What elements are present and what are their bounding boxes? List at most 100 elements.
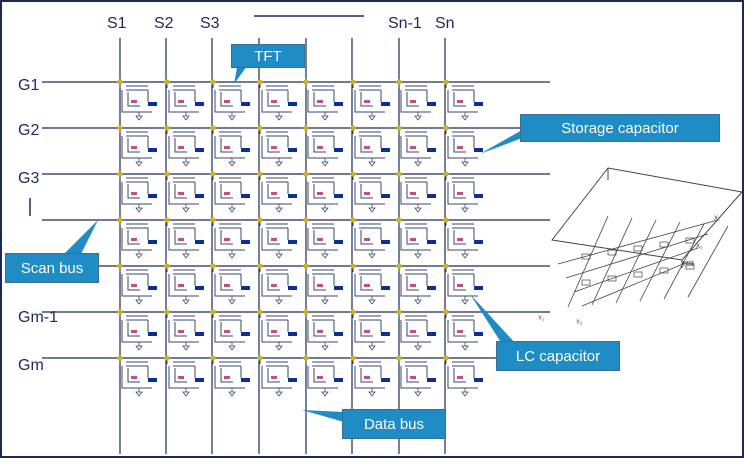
pixel-cell <box>257 171 297 213</box>
pixel-cell <box>396 355 436 397</box>
drain-wire <box>447 228 478 251</box>
storage-capacitor <box>474 378 483 382</box>
inset-pixel-tft <box>685 263 695 270</box>
inset-pixel-tft <box>685 237 695 244</box>
lc-capacitor <box>410 238 416 241</box>
drain-wire <box>400 228 431 251</box>
ground-symbol <box>368 391 376 397</box>
ground-symbol <box>368 345 376 351</box>
lc-capacitor <box>457 284 463 287</box>
storage-capacitor <box>288 194 297 198</box>
ground-symbol <box>135 391 143 397</box>
gate-node <box>164 263 170 269</box>
ground-symbol <box>321 115 329 121</box>
lc-capacitor <box>178 376 184 379</box>
pixel-wire <box>220 138 233 153</box>
drain-wire <box>214 228 245 251</box>
lc-capacitor <box>317 192 323 195</box>
lc-capacitor-callout-pointer <box>470 294 516 344</box>
lc-capacitor <box>410 284 416 287</box>
ground-symbol <box>275 207 283 213</box>
storage-capacitor <box>427 378 436 382</box>
pixel-cell <box>257 263 297 305</box>
gate-node <box>257 125 263 131</box>
ground-symbol <box>368 161 376 167</box>
pixel-cell <box>443 263 483 305</box>
drain-wire <box>261 228 292 251</box>
ground-symbol <box>275 345 283 351</box>
storage-capacitor <box>427 286 436 290</box>
drain-wire <box>354 320 385 343</box>
storage-capacitor <box>241 148 250 152</box>
drain-wire <box>214 366 245 389</box>
inset-glass-plate <box>551 167 742 261</box>
gate-node <box>303 309 309 315</box>
lc-capacitor <box>317 146 323 149</box>
gate-node <box>210 125 216 131</box>
drain-wire <box>307 182 338 205</box>
row-label-gm: Gm <box>18 357 44 374</box>
ground-symbol <box>321 161 329 167</box>
lc-capacitor <box>224 100 230 103</box>
ground-symbol <box>414 161 422 167</box>
gate-node <box>303 217 309 223</box>
drain-wire <box>121 366 152 389</box>
ground-symbol <box>275 161 283 167</box>
lc-capacitor <box>364 238 370 241</box>
inset-label-x2: X₂ <box>696 244 703 250</box>
lc-capacitor <box>178 192 184 195</box>
ground-symbol <box>275 391 283 397</box>
ground-symbol <box>228 345 236 351</box>
scan-bus-callout: Scan bus <box>5 253 99 283</box>
gate-node <box>396 309 402 315</box>
drain-wire <box>121 90 152 113</box>
gate-node <box>117 125 123 131</box>
ground-symbol <box>228 207 236 213</box>
pixel-wire <box>406 368 419 383</box>
pixel-cell <box>164 355 204 397</box>
ground-symbol <box>414 253 422 259</box>
lc-capacitor <box>410 376 416 379</box>
drain-wire <box>447 136 478 159</box>
pixel-wire <box>220 184 233 199</box>
storage-capacitor <box>427 148 436 152</box>
lc-capacitor <box>410 146 416 149</box>
gate-node <box>210 309 216 315</box>
ground-symbol <box>135 253 143 259</box>
inset-scan-line <box>581 261 689 307</box>
drain-wire <box>168 366 199 389</box>
pixel-cell <box>257 309 297 351</box>
pixel-wire <box>220 92 233 107</box>
pixel-wire <box>453 322 466 337</box>
storage-capacitor <box>195 332 204 336</box>
pixel-cell <box>164 309 204 351</box>
pixel-cell <box>396 125 436 167</box>
lc-capacitor <box>364 330 370 333</box>
ground-symbol <box>182 345 190 351</box>
pixel-cell <box>350 355 390 397</box>
inset-pixel-tft <box>581 279 591 286</box>
storage-capacitor <box>427 332 436 336</box>
pixel-wire <box>453 230 466 245</box>
storage-capacitor <box>474 194 483 198</box>
lc-capacitor <box>364 284 370 287</box>
gate-node <box>117 309 123 315</box>
gate-node <box>396 125 402 131</box>
storage-capacitor <box>148 332 157 336</box>
gate-node <box>117 217 123 223</box>
ground-symbol <box>228 391 236 397</box>
lc-capacitor <box>271 376 277 379</box>
lc-capacitor <box>131 284 137 287</box>
pixel-cell <box>303 125 343 167</box>
ground-symbol <box>414 207 422 213</box>
lc-capacitor <box>271 192 277 195</box>
data-bus-callout: Data bus <box>342 409 446 439</box>
pixel-wire <box>360 184 373 199</box>
drain-wire <box>168 320 199 343</box>
ground-symbol <box>182 391 190 397</box>
gate-node <box>257 263 263 269</box>
ground-symbol <box>461 299 469 305</box>
pixel-cell <box>210 355 250 397</box>
lc-capacitor <box>131 330 137 333</box>
drain-wire <box>168 228 199 251</box>
